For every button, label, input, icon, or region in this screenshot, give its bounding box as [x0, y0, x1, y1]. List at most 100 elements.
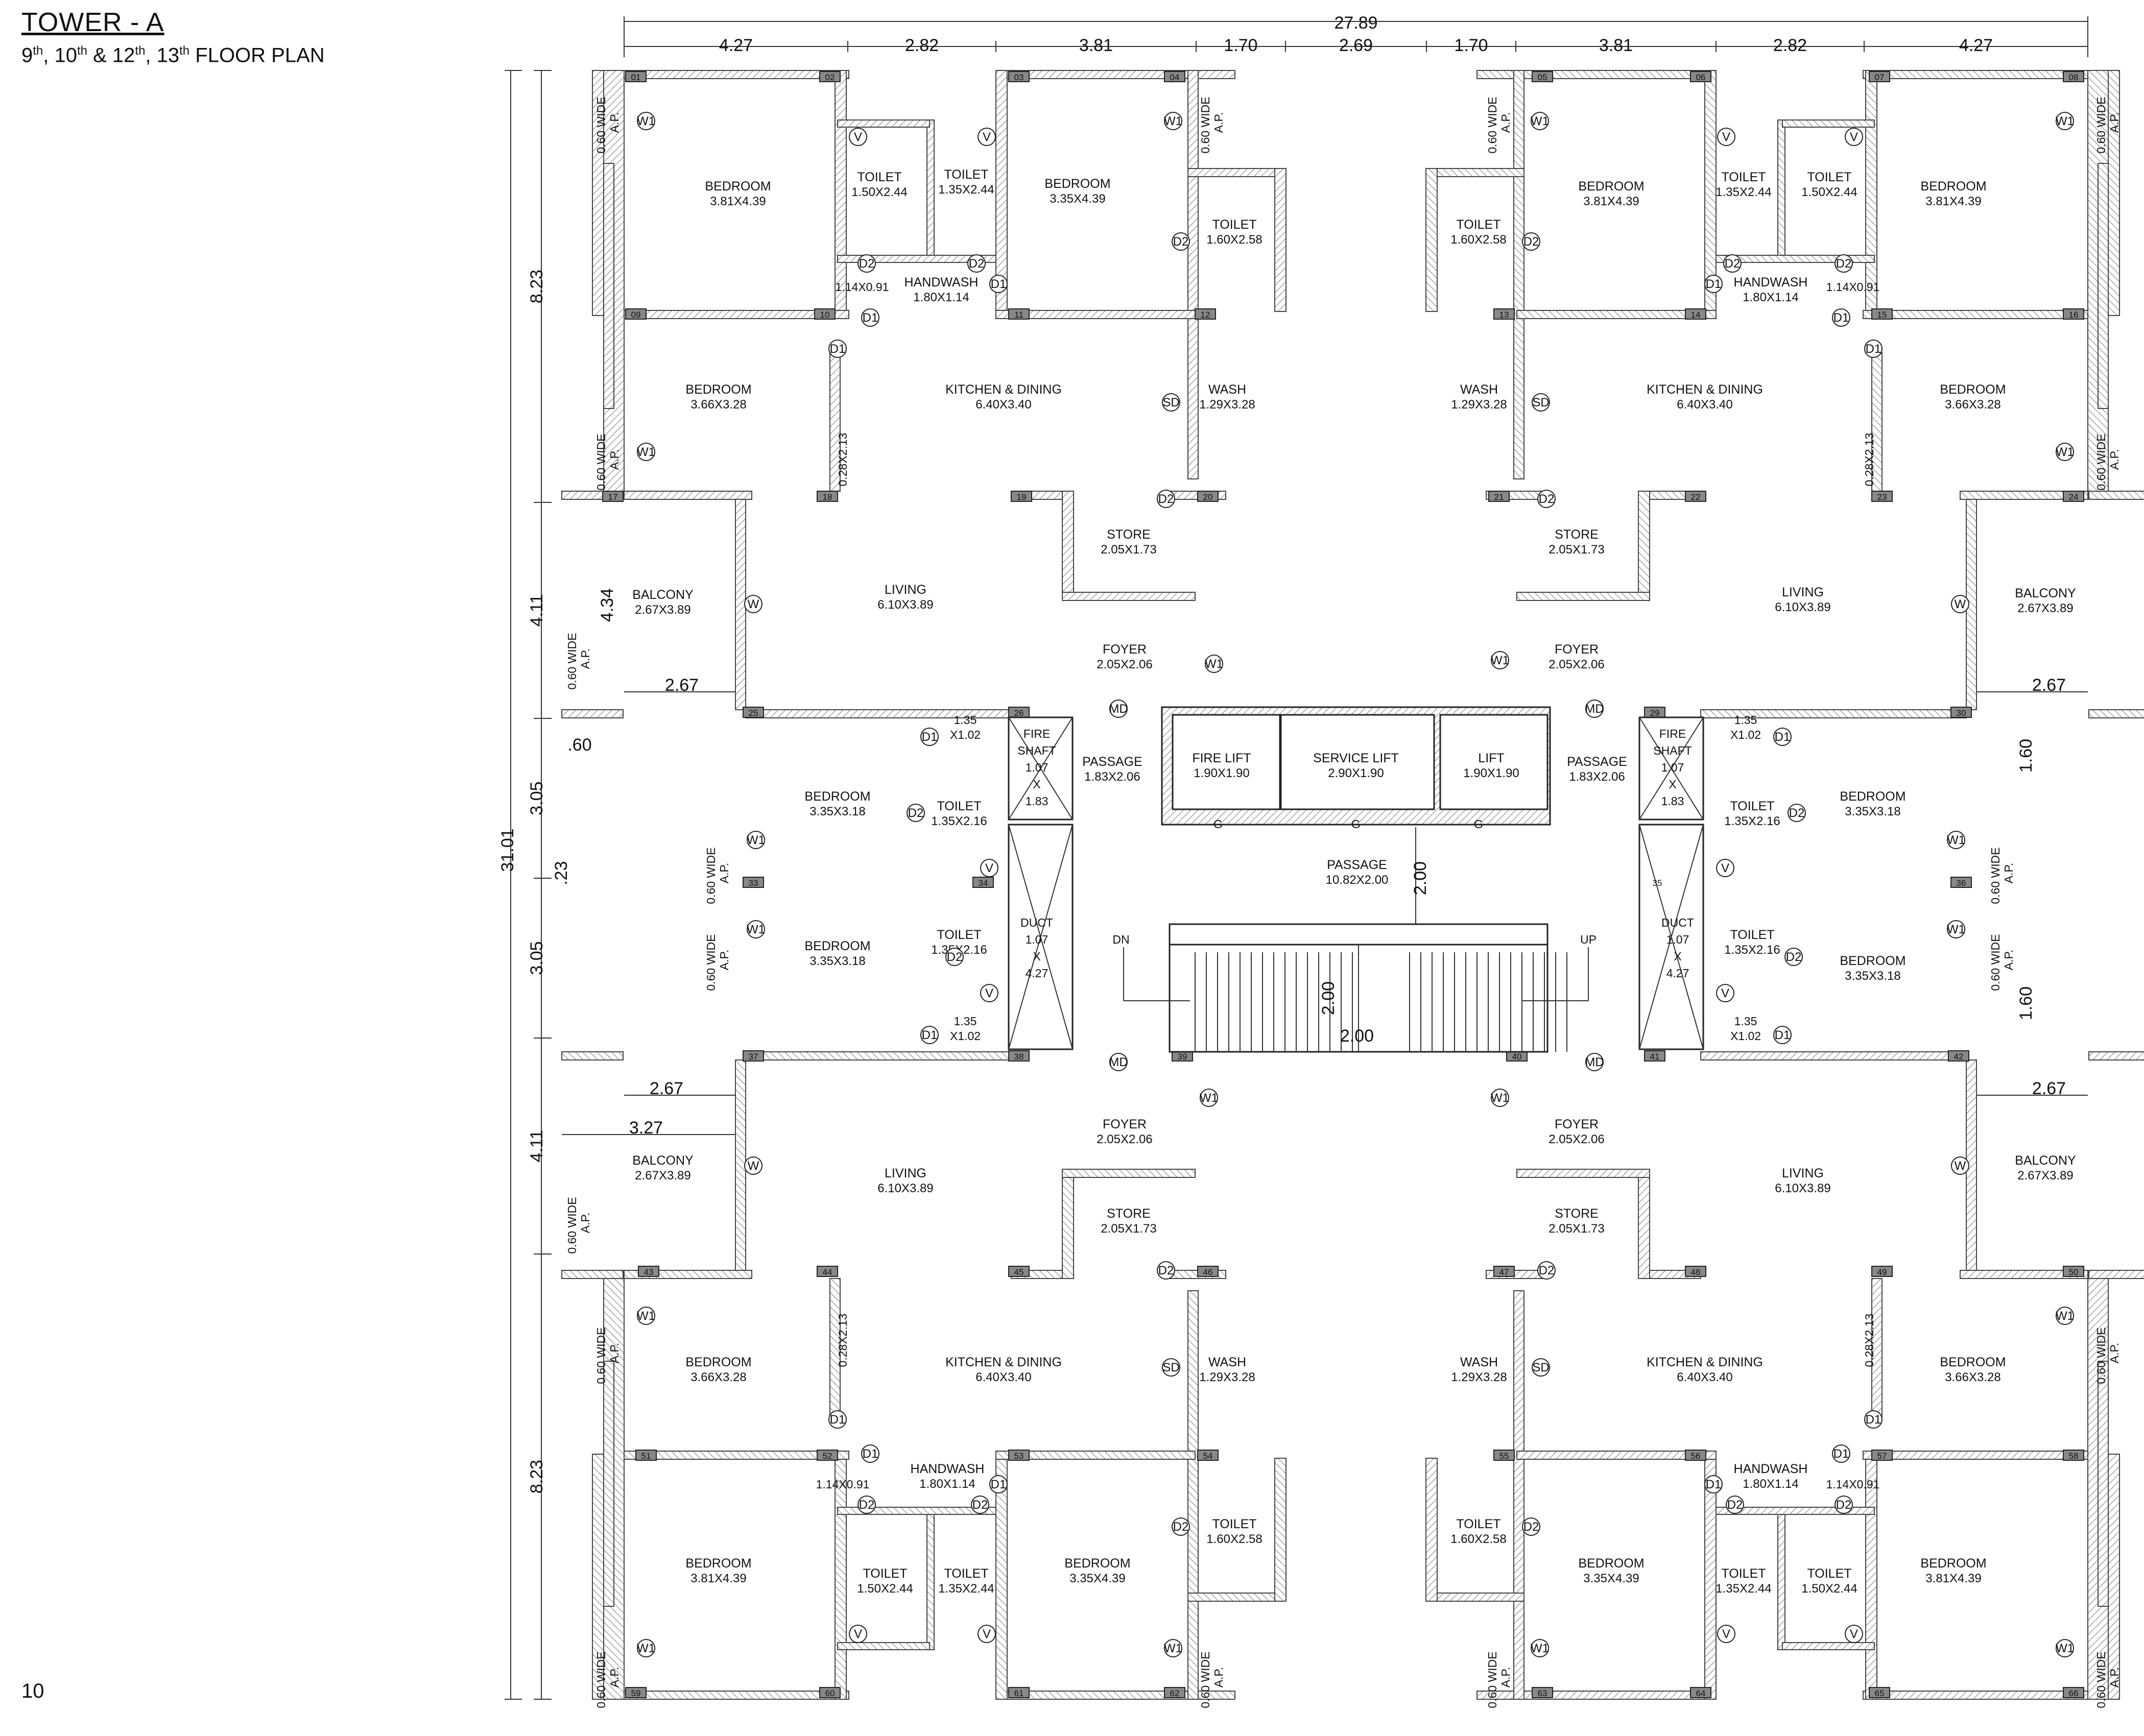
wall-segment [837, 1642, 930, 1650]
window-marker: W1 [1531, 114, 1549, 128]
wall-segment [1960, 491, 2088, 500]
room-size: 1.50X2.44 [1801, 1582, 1857, 1596]
flat-bottom-left [561, 1051, 1287, 1700]
ap-label-line: A.P. [2002, 863, 2015, 884]
wall-segment [1777, 1514, 1785, 1650]
wall-segment [1513, 1290, 1524, 1700]
window-marker-circle [2056, 1307, 2074, 1325]
lift-door-label: G [1351, 817, 1361, 831]
room-name: TOILET [944, 167, 988, 182]
duct-label: X [1674, 950, 1681, 963]
column-number: 12 [1201, 310, 1210, 320]
main-door-marker: MD [1585, 702, 1604, 716]
wall-segment [2088, 491, 2144, 500]
door-marker-circle [1537, 1261, 1556, 1280]
wall-segment [1062, 491, 1074, 599]
wall-segment [1425, 1458, 1438, 1602]
room-size: 1.29X3.28 [1199, 398, 1255, 412]
fire-shaft-label: X [1669, 778, 1676, 791]
room-name: TOILET [857, 170, 901, 184]
stair-up-label: UP [1580, 933, 1597, 946]
vent-marker: V [1722, 130, 1730, 144]
room-name: KITCHEN & DINING [945, 1355, 1062, 1369]
fire-shaft-label: 1.83 [1661, 794, 1684, 808]
wall-segment [1187, 1290, 1199, 1700]
room-name: FOYER [1103, 1117, 1147, 1131]
room-name: STORE [1107, 1207, 1151, 1221]
dim-label: 1.60 [2016, 986, 2036, 1020]
column [814, 308, 836, 320]
door-marker-circle [945, 948, 964, 966]
dim-label: 4.34 [598, 588, 617, 622]
room-name: TOILET [937, 799, 981, 813]
column-number: 20 [1203, 492, 1213, 502]
door-marker: D2 [859, 1498, 875, 1512]
wall-segment [1274, 168, 1287, 312]
room-name: HANDWASH [1734, 275, 1808, 290]
column-number: 51 [641, 1451, 651, 1461]
flat-bottom-right [1425, 1051, 2144, 1700]
room-name: PASSAGE [1327, 858, 1387, 872]
subtitle-sup: th [33, 44, 43, 58]
column-number: 39 [1178, 1052, 1187, 1062]
column-number: 19 [1017, 492, 1027, 502]
wall-segment [835, 70, 847, 316]
room-size: 2.05X1.73 [1549, 1222, 1604, 1236]
ap-label-line: A.P. [579, 1213, 592, 1234]
wall-segment [1426, 1593, 1524, 1602]
sliding-door-marker: SD [1162, 1361, 1179, 1375]
duct-label: 1.07 [1666, 933, 1689, 946]
room-name: WASH [1460, 382, 1498, 397]
column-number: 08 [2069, 73, 2079, 82]
door-marker-circle [1788, 804, 1806, 822]
page-subtitle: 9th, 10th & 12th, 13th FLOOR PLAN [21, 44, 325, 67]
flat-area-label: X1.02 [950, 728, 981, 741]
room-size: 3.81X4.39 [1925, 1572, 1981, 1585]
window-marker: W1 [1205, 657, 1223, 671]
vent-marker-circle [978, 128, 996, 146]
room-name: STORE [1107, 527, 1151, 542]
wall-segment [926, 119, 935, 256]
column-number: 37 [749, 1052, 758, 1062]
room-size: 2.67X3.89 [2017, 601, 2073, 615]
column [1197, 491, 1219, 502]
column-number: 46 [1203, 1267, 1213, 1277]
window-marker: W1 [637, 1309, 655, 1323]
room-name: BALCONY [632, 588, 694, 602]
flat-area-label: X1.02 [1730, 1029, 1761, 1043]
column-number: 01 [631, 73, 641, 82]
vent-marker-circle [849, 1625, 867, 1643]
room-name: BEDROOM [1064, 1556, 1130, 1571]
column-number: 48 [1691, 1267, 1701, 1277]
vent-marker-circle [978, 1625, 996, 1643]
room-size: 2.05X2.06 [1097, 658, 1152, 671]
door-marker: D2 [1836, 1498, 1852, 1512]
column-number: 11 [1014, 310, 1023, 320]
window-marker-circle [1164, 112, 1182, 130]
side-gap-label: 0.28X2.13 [1863, 1314, 1876, 1367]
window-marker-circle [1947, 920, 1965, 938]
stair-landing [1169, 923, 1549, 946]
fire-shaft-label: 1.07 [1661, 761, 1684, 774]
room-size: 3.35X3.18 [809, 805, 865, 818]
width-segment: 3.81 [1079, 36, 1113, 55]
overall-height: 31.01 [498, 828, 517, 872]
column [743, 707, 764, 718]
ap-label-line: A.P. [1499, 112, 1512, 133]
column [1871, 308, 1893, 320]
width-segment: 2.82 [1773, 36, 1807, 55]
vent-marker-circle [1845, 1625, 1863, 1643]
vent-marker-circle [980, 984, 998, 1002]
door-marker: D2 [972, 1498, 988, 1512]
door-marker: D1 [991, 1478, 1007, 1491]
column-number: 45 [1014, 1267, 1024, 1277]
door-marker: D2 [947, 950, 963, 964]
window-marker-circle [1531, 112, 1549, 130]
room-size: 1.50X2.44 [851, 185, 907, 199]
room-size: 1.35X2.16 [931, 814, 987, 828]
column-number: 10 [820, 310, 830, 320]
column-number: 62 [1170, 1689, 1180, 1698]
dim-label: 3.27 [629, 1118, 663, 1138]
room-name: BEDROOM [705, 179, 771, 194]
flat-area-label: 1.35 [954, 1015, 977, 1028]
